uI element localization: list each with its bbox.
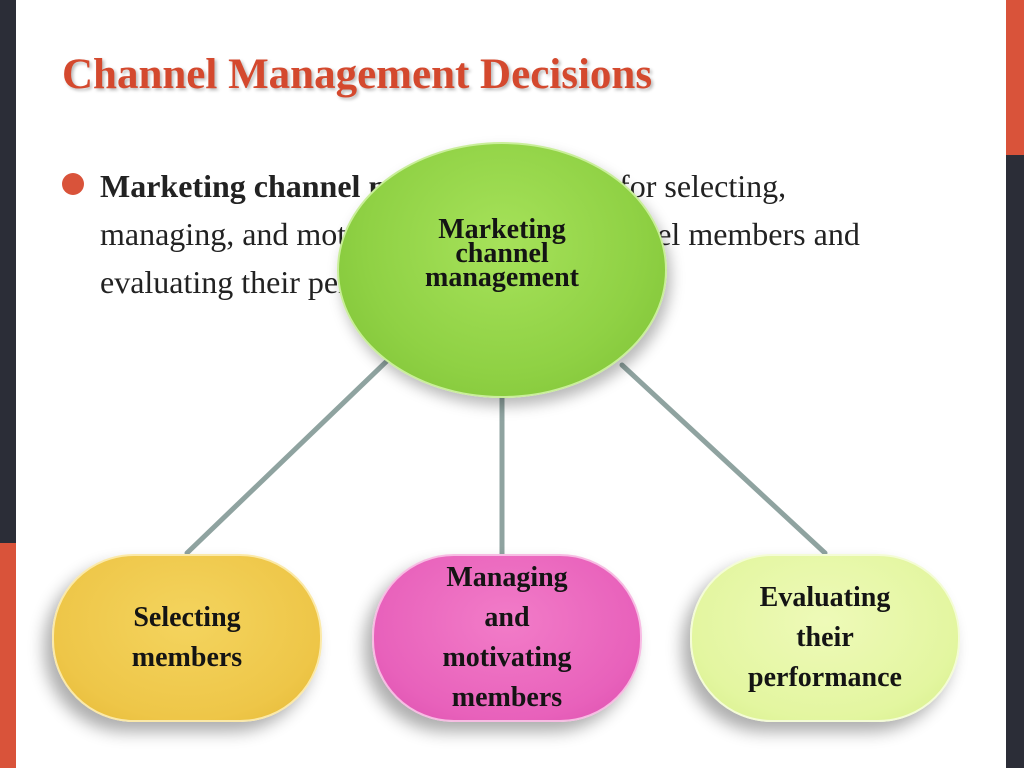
leaf-node-selecting-members: Selecting members [52, 554, 322, 722]
leaf-node-managing-motivating: Managing and motivating members [372, 554, 642, 722]
right-accent-bar [1006, 0, 1024, 155]
leaf-line: members [131, 642, 243, 673]
connector-left [184, 357, 391, 556]
leaf-line: Selecting [133, 602, 241, 633]
leaf-line: motivating [442, 642, 572, 673]
hub-line: channel [455, 238, 549, 269]
hub-node-marketing-channel-management: Marketing channel management [337, 142, 667, 398]
left-accent-bar [0, 543, 16, 768]
slide-title: Channel Management Decisions [62, 51, 653, 98]
leaf-line: and [484, 602, 530, 633]
leaf-line: their [796, 622, 854, 653]
leaf-line: performance [748, 662, 902, 693]
connector-right [619, 362, 828, 556]
left-sidebar-bar [0, 0, 16, 768]
right-sidebar-bar [1006, 0, 1024, 768]
leaf-node-evaluating-performance: Evaluating their performance [690, 554, 960, 722]
leaf-line: members [451, 682, 563, 713]
leaf-line: Managing [446, 562, 568, 593]
bullet-dot-icon [62, 173, 84, 195]
hub-line: management [425, 262, 579, 293]
leaf-line: Evaluating [759, 582, 891, 613]
hub-line: Marketing [438, 214, 566, 245]
